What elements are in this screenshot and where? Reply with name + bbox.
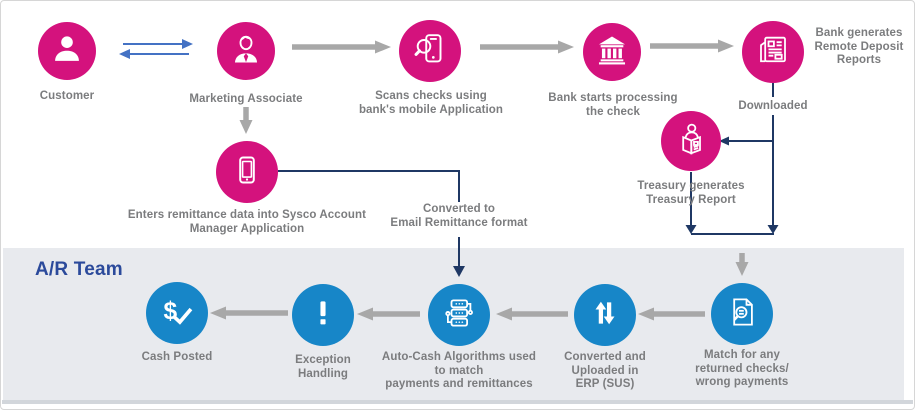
bank-icon xyxy=(595,33,629,72)
double-arrow-icon xyxy=(119,39,193,59)
dollar-check-icon: $ xyxy=(158,292,196,335)
node-customer xyxy=(38,22,96,80)
downloaded-label: Downloaded xyxy=(738,100,808,112)
node-exception-handling xyxy=(292,284,354,346)
node-cash-posted: $ xyxy=(146,282,208,344)
person-tie-icon xyxy=(229,32,263,71)
autocash-label: Auto-Cash Algorithms used to match payme… xyxy=(381,351,537,390)
erp-label: Converted and Uploaded in ERP (SUS) xyxy=(564,351,646,390)
node-match-returned-checks xyxy=(711,283,773,345)
newspaper-icon xyxy=(755,32,791,73)
node-autocash-algorithms xyxy=(428,284,490,346)
node-marketing-associate xyxy=(217,22,275,80)
smartphone-icon xyxy=(230,153,264,192)
reports-label: Bank generates Remote Deposit Reports xyxy=(814,27,904,66)
node-treasury-report xyxy=(661,111,721,171)
person-icon xyxy=(50,32,84,71)
doc-magnifier-icon xyxy=(724,294,760,335)
remittance-label: Enters remittance data into Sysco Accoun… xyxy=(127,209,367,235)
bank-label: Bank starts processing the check xyxy=(548,92,678,118)
navy-arrowheads xyxy=(453,136,779,277)
marketing-label: Marketing Associate xyxy=(189,93,303,105)
node-remote-deposit-reports xyxy=(742,21,804,83)
up-down-arrows-icon xyxy=(588,296,622,335)
svg-text:$: $ xyxy=(164,297,178,324)
scan-label: Scans checks using bank's mobile Applica… xyxy=(358,90,504,116)
treasury-label: Treasury generates Treasury Report xyxy=(637,180,745,206)
exclamation-icon xyxy=(306,296,340,335)
node-erp-upload xyxy=(574,284,636,346)
converted-label: Converted to Email Remittance format xyxy=(390,203,528,229)
navy-connectors xyxy=(278,83,774,267)
person-book-icon xyxy=(673,121,709,162)
panel-bottom-edge xyxy=(2,400,913,404)
customer-label: Customer xyxy=(39,90,95,102)
gray-arrows xyxy=(210,39,749,321)
match-label: Match for any returned checks/ wrong pay… xyxy=(695,349,789,388)
node-scan-checks xyxy=(399,20,461,82)
exception-label: Exception Handling xyxy=(295,354,351,380)
cash-posted-label: Cash Posted xyxy=(141,351,213,363)
workflow-icon xyxy=(441,295,477,336)
node-remittance-entry xyxy=(216,141,278,203)
phone-magnifier-icon xyxy=(412,31,448,72)
node-bank-processing xyxy=(583,23,641,81)
ar-team-title: A/R Team xyxy=(35,259,123,280)
